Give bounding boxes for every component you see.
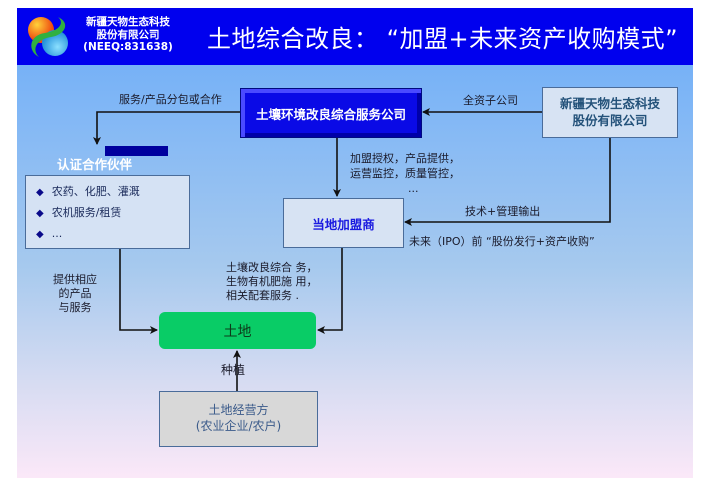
- partners-node[interactable]: ◆农药、化肥、灌溉 ◆农机服务/租赁 ◆...: [25, 175, 190, 249]
- label-wholly-owned: 全资子公司: [463, 94, 518, 107]
- label-provide: 提供相应 的产品 与服务: [53, 273, 97, 314]
- label-ipo: 未来（IPO）前 “股份发行+资产收购”: [409, 235, 595, 248]
- header-bar: 新疆天物生态科技 股份有限公司 (NEEQ:831638) 土地综合改良： “加…: [17, 8, 693, 65]
- slide-title: 土地综合改良： “加盟+未来资产收购模式”: [207, 25, 679, 53]
- certified-partners-bar: [105, 146, 168, 156]
- parent-company-node[interactable]: 新疆天物生态科技 股份有限公司: [542, 87, 678, 138]
- diamond-bullet-icon: ◆: [36, 187, 44, 198]
- company-name: 新疆天物生态科技 股份有限公司 (NEEQ:831638): [83, 16, 173, 53]
- label-franchise: 加盟授权，产品提供， 运营监控，质量管控， ...: [350, 152, 460, 195]
- label-planting: 种植: [221, 363, 246, 377]
- edge-tech-mgmt: [404, 136, 611, 226]
- edge-subcontract: [93, 111, 240, 145]
- local-franchisee-node[interactable]: 当地加盟商: [283, 198, 404, 248]
- connectors: [93, 108, 611, 391]
- partner-item: ◆...: [36, 227, 63, 240]
- land-node[interactable]: 土地: [159, 312, 316, 349]
- diamond-bullet-icon: ◆: [36, 208, 44, 219]
- slide: 新疆天物生态科技 股份有限公司 (NEEQ:831638) 土地综合改良： “加…: [17, 8, 693, 478]
- label-services: 土壤改良综合 务， 生物有机肥施 用， 相关配套服务 .: [226, 261, 318, 302]
- certified-partners-title: 认证合作伙伴: [57, 157, 133, 172]
- edge-provide: [119, 248, 158, 334]
- label-tech-mgmt: 技术+管理输出: [465, 205, 541, 218]
- land-operator-node[interactable]: 土地经营方 (农业企业/农户): [159, 391, 318, 447]
- label-subcontract: 服务/产品分包或合作: [119, 93, 222, 106]
- service-company-node[interactable]: 土壤环境改良综合服务公司: [240, 88, 422, 138]
- partner-item: ◆农机服务/租赁: [36, 206, 122, 219]
- partner-item: ◆农药、化肥、灌溉: [36, 185, 140, 198]
- diamond-bullet-icon: ◆: [36, 229, 44, 240]
- company-logo-icon: [28, 17, 68, 57]
- edge-services: [317, 248, 343, 334]
